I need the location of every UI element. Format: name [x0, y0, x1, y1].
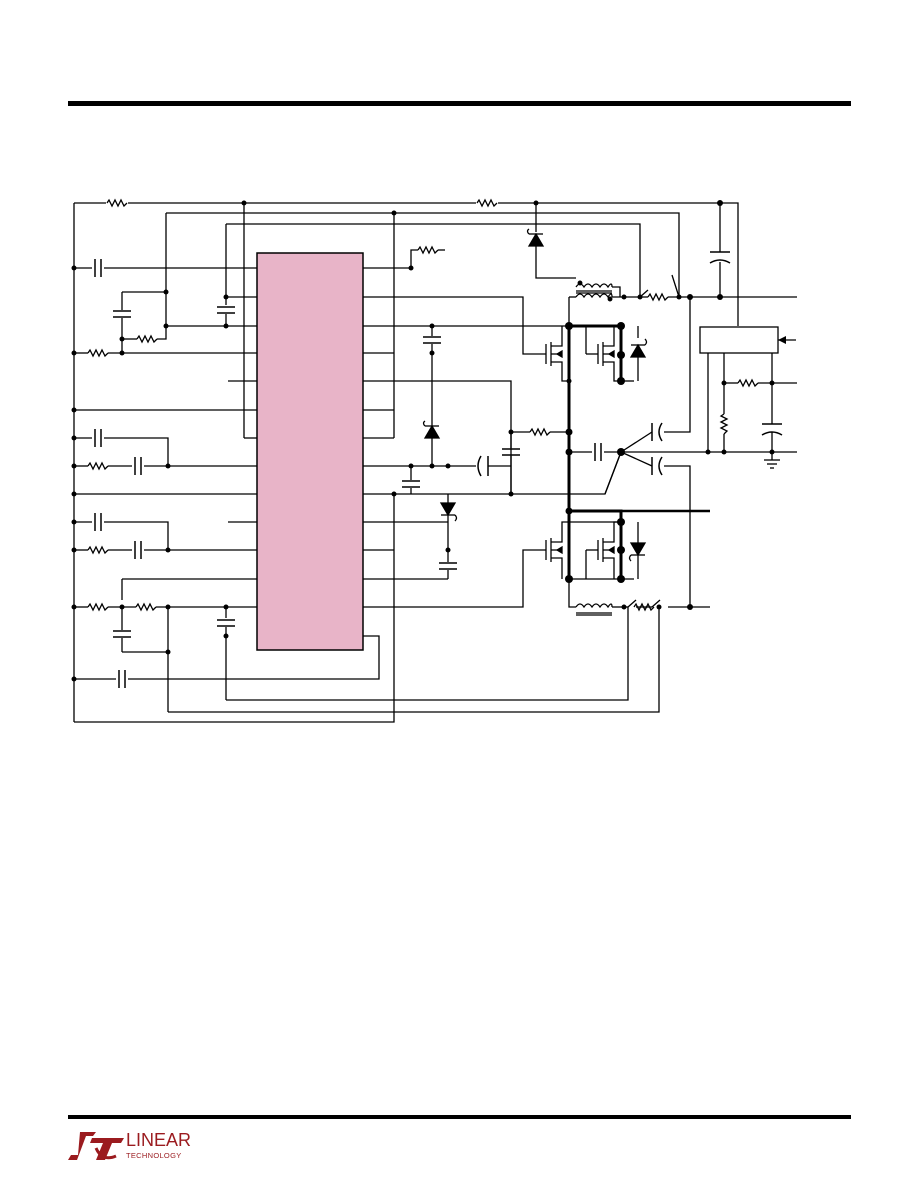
sense-arrow [778, 336, 786, 344]
diodes [422, 228, 648, 579]
linear-technology-logo: LINEAR TECHNOLOGY [66, 1128, 196, 1168]
resistors [87, 199, 759, 611]
logo-wordmark: LINEAR [126, 1130, 192, 1150]
logo-subword: TECHNOLOGY [126, 1151, 182, 1160]
footer-rule [68, 1115, 851, 1119]
lt-logo-icon [68, 1132, 124, 1160]
junction-dots [71, 200, 775, 682]
inductors [575, 274, 680, 616]
header-rule [68, 101, 851, 106]
capacitors [94, 251, 783, 689]
schematic-wires [73, 202, 797, 723]
power-traces [567, 324, 710, 580]
controller-ic [256, 252, 364, 651]
